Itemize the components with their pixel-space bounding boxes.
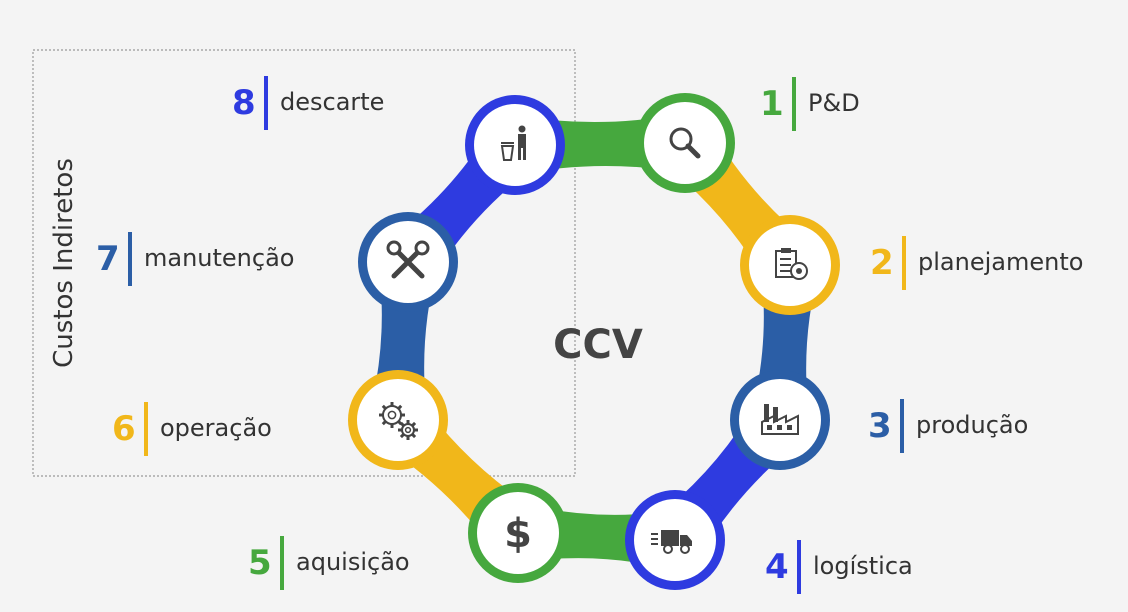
stage-text: operação [160, 414, 272, 442]
stage-text: logística [813, 552, 913, 580]
stage-divider [128, 232, 132, 286]
stage-number: 5 [248, 543, 272, 583]
stage-divider [797, 540, 801, 594]
stage-node-1 [635, 93, 735, 193]
factory-icon [761, 404, 799, 435]
tools-icon [386, 240, 430, 279]
stage-text: P&D [808, 89, 860, 117]
stage-text: planejamento [918, 248, 1083, 276]
stage-label-1: 1 P&D [760, 77, 860, 131]
stage-node-5: $ [468, 483, 568, 583]
stage-node-7 [358, 212, 458, 312]
stage-text: descarte [280, 88, 384, 116]
stage-label-5: 5 aquisição [248, 536, 410, 590]
stage-label-3: 3 produção [868, 399, 1028, 453]
stage-labels: 1 P&D 2 planejamento 3 produção 4 logística 5 aqu… [96, 76, 1083, 594]
stage-number: 8 [232, 83, 256, 123]
truck-icon [651, 530, 692, 554]
stage-node-8 [465, 95, 565, 195]
side-label: Custos Indiretos [49, 158, 79, 368]
stage-label-6: 6 operação [112, 402, 272, 456]
stage-divider [280, 536, 284, 590]
stage-label-7: 7 manutenção [96, 232, 294, 286]
dollar-icon: $ [504, 511, 532, 557]
clipboard-target-icon [775, 248, 808, 280]
stage-number: 1 [760, 84, 784, 124]
stage-node-3 [730, 370, 830, 470]
stage-label-8: 8 descarte [232, 76, 384, 130]
svg-text:$: $ [504, 511, 532, 557]
stage-disc-6 [357, 379, 439, 461]
trash-icon [500, 125, 526, 161]
stage-divider [900, 399, 904, 453]
stage-label-4: 4 logística [765, 540, 913, 594]
stage-number: 2 [870, 243, 894, 283]
stage-divider [264, 76, 268, 130]
magnifier-icon [669, 127, 701, 159]
stage-node-4 [625, 490, 725, 590]
nodes: $ [348, 93, 840, 590]
stage-number: 6 [112, 409, 136, 449]
stage-divider [144, 402, 148, 456]
stage-disc-1 [644, 102, 726, 184]
stage-disc-5 [477, 492, 559, 574]
stage-label-2: 2 planejamento [870, 236, 1083, 290]
stage-text: manutenção [144, 244, 294, 272]
stage-divider [902, 236, 906, 290]
gears-icon [379, 402, 418, 440]
stage-number: 3 [868, 406, 892, 446]
stage-text: produção [916, 411, 1028, 439]
center-label: CCV [553, 322, 643, 368]
stage-divider [792, 77, 796, 131]
stage-node-2 [740, 215, 840, 315]
stage-text: aquisição [296, 548, 410, 576]
stage-disc-8 [474, 104, 556, 186]
stage-number: 7 [96, 239, 120, 279]
stage-number: 4 [765, 547, 789, 587]
stage-node-6 [348, 370, 448, 470]
